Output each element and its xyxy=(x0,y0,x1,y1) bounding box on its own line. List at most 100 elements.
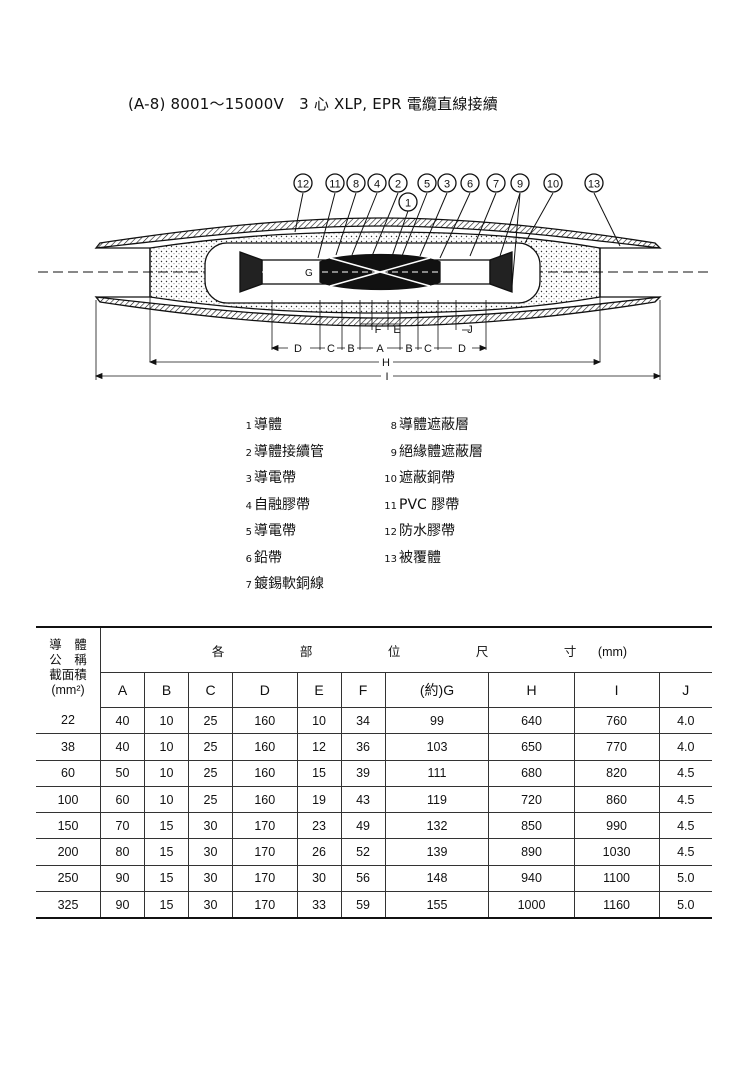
table-cell: 15 xyxy=(144,838,189,866)
table-cell: 12 xyxy=(297,733,342,761)
splice-cross-section-diagram: 12 11 8 4 2 1 5 3 6 7 9 10 13 G F xyxy=(38,173,712,383)
conductor-assembly xyxy=(239,251,513,293)
table-header-row: 導 體 公 稱 截面積 (mm²) 各 部 位 尺 寸 (mm) xyxy=(36,626,712,708)
column-header: I xyxy=(574,672,660,708)
table-cell: 850 xyxy=(488,812,575,840)
table-cell: 40 xyxy=(100,707,145,735)
table-cell: 170 xyxy=(232,891,298,920)
table-cell: 940 xyxy=(488,865,575,893)
table-cell: 640 xyxy=(488,707,575,735)
table-cell: 4.5 xyxy=(659,760,712,787)
table-cell: 890 xyxy=(488,838,575,866)
table-cell: 25 xyxy=(188,707,233,735)
callout-5: 5 xyxy=(417,173,437,193)
svg-text:11: 11 xyxy=(329,179,340,191)
dim-label-d-right: D xyxy=(458,343,466,355)
table-cell: 39 xyxy=(341,760,386,787)
table-cell: 33 xyxy=(297,891,342,920)
row-size-cell: 200 xyxy=(36,838,101,866)
table-cell: 103 xyxy=(385,733,490,761)
svg-text:9: 9 xyxy=(517,179,523,191)
table-cell: 139 xyxy=(385,838,490,866)
svg-text:13: 13 xyxy=(588,179,600,191)
table-cell: 4.5 xyxy=(659,812,712,840)
row-size-cell: 38 xyxy=(36,733,101,761)
table-cell: 170 xyxy=(232,865,298,893)
table-cell: 99 xyxy=(385,707,490,735)
table-cell: 15 xyxy=(297,760,342,787)
callout-7: 7 xyxy=(486,173,506,193)
column-header: B xyxy=(144,672,189,708)
table-cell: 15 xyxy=(144,891,189,920)
table-cell: 50 xyxy=(100,760,145,787)
table-cell: 15 xyxy=(144,865,189,893)
svg-text:6: 6 xyxy=(467,179,473,191)
dim-label-g: G xyxy=(305,268,313,279)
row-header-cell: 導 體 公 稱 截面積 (mm²) xyxy=(36,626,101,708)
table-cell: 990 xyxy=(574,812,660,840)
callout-9: 9 xyxy=(510,173,530,193)
table-cell: 80 xyxy=(100,838,145,866)
table-cell: 43 xyxy=(341,786,386,814)
svg-text:2: 2 xyxy=(395,179,401,191)
table-cell: 160 xyxy=(232,760,298,787)
table-cell: 70 xyxy=(100,812,145,840)
table-cell: 30 xyxy=(188,865,233,893)
table-cell: 90 xyxy=(100,865,145,893)
column-header: C xyxy=(188,672,233,708)
table-cell: 760 xyxy=(574,707,660,735)
row-size-cell: 60 xyxy=(36,760,101,787)
dim-label-i: I xyxy=(385,371,388,383)
table-cell: 30 xyxy=(188,891,233,920)
table-cell: 10 xyxy=(297,707,342,735)
column-header: F xyxy=(341,672,386,708)
outer-jacket xyxy=(94,217,662,327)
table-cell: 23 xyxy=(297,812,342,840)
dimensions-span-header: 各 部 位 尺 寸 (mm) xyxy=(100,626,712,673)
table-cell: 60 xyxy=(100,786,145,814)
table-cell: 5.0 xyxy=(659,865,712,893)
table-cell: 30 xyxy=(297,865,342,893)
column-header-row: A B C D E F (約)G H I J xyxy=(36,672,712,708)
svg-text:8: 8 xyxy=(353,179,359,191)
dimensions-table: 導 體 公 稱 截面積 (mm²) 各 部 位 尺 寸 (mm) A B C D… xyxy=(36,626,712,920)
dim-label-h: H xyxy=(382,357,390,369)
dim-label-c-right: C xyxy=(424,343,432,355)
svg-text:10: 10 xyxy=(547,179,559,191)
column-header: E xyxy=(297,672,342,708)
table-cell: 1030 xyxy=(574,838,660,866)
table-cell: 34 xyxy=(341,707,386,735)
dim-label-e: E xyxy=(393,324,400,336)
dim-label-a: A xyxy=(376,343,384,355)
column-header: D xyxy=(232,672,298,708)
dim-label-c-left: C xyxy=(327,343,335,355)
table-cell: 111 xyxy=(385,760,490,787)
cable-left xyxy=(96,247,150,298)
table-cell: 1160 xyxy=(574,891,660,920)
callout-11: 11 xyxy=(325,173,345,193)
table-cell: 30 xyxy=(188,838,233,866)
table-cell: 1000 xyxy=(488,891,575,920)
table-cell: 720 xyxy=(488,786,575,814)
callout-3: 3 xyxy=(437,173,457,193)
column-header: A xyxy=(100,672,145,708)
table-cell: 5.0 xyxy=(659,891,712,920)
callout-4: 4 xyxy=(367,173,387,193)
table-cell: 4.5 xyxy=(659,838,712,866)
table-cell: 1100 xyxy=(574,865,660,893)
callout-12: 12 xyxy=(293,173,313,193)
callout-8: 8 xyxy=(346,173,366,193)
dim-label-b-right: B xyxy=(405,343,412,355)
callout-13: 13 xyxy=(584,173,604,193)
